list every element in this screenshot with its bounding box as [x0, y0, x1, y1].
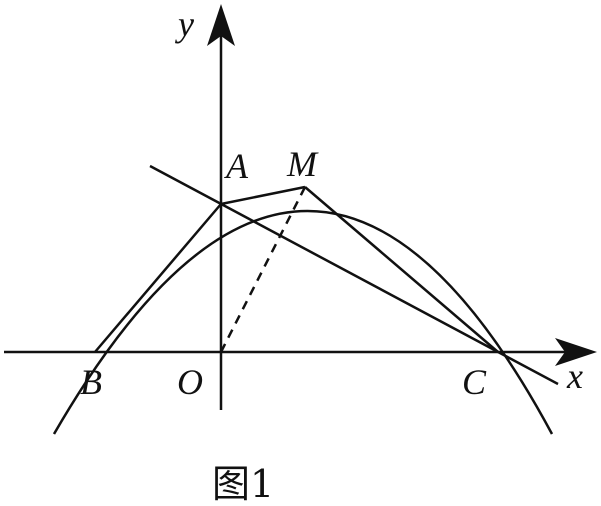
parabola-curve: [52, 209, 554, 435]
segment-mc: [304, 186, 499, 353]
point-label-m: M: [286, 144, 319, 184]
point-label-o: O: [177, 362, 203, 402]
axis-label-x: x: [566, 356, 583, 396]
point-label-a: A: [224, 146, 249, 186]
axis-label-y: y: [175, 4, 194, 44]
line-ac-extended: [149, 164, 559, 386]
segment-ab: [94, 203, 222, 353]
x-axis-arrow-icon: [555, 338, 597, 366]
point-label-c: C: [462, 362, 487, 402]
point-label-b: B: [80, 362, 102, 402]
segment-am: [220, 185, 306, 206]
y-axis-arrow-icon: [207, 4, 235, 46]
figure-caption: 图1: [212, 462, 274, 506]
